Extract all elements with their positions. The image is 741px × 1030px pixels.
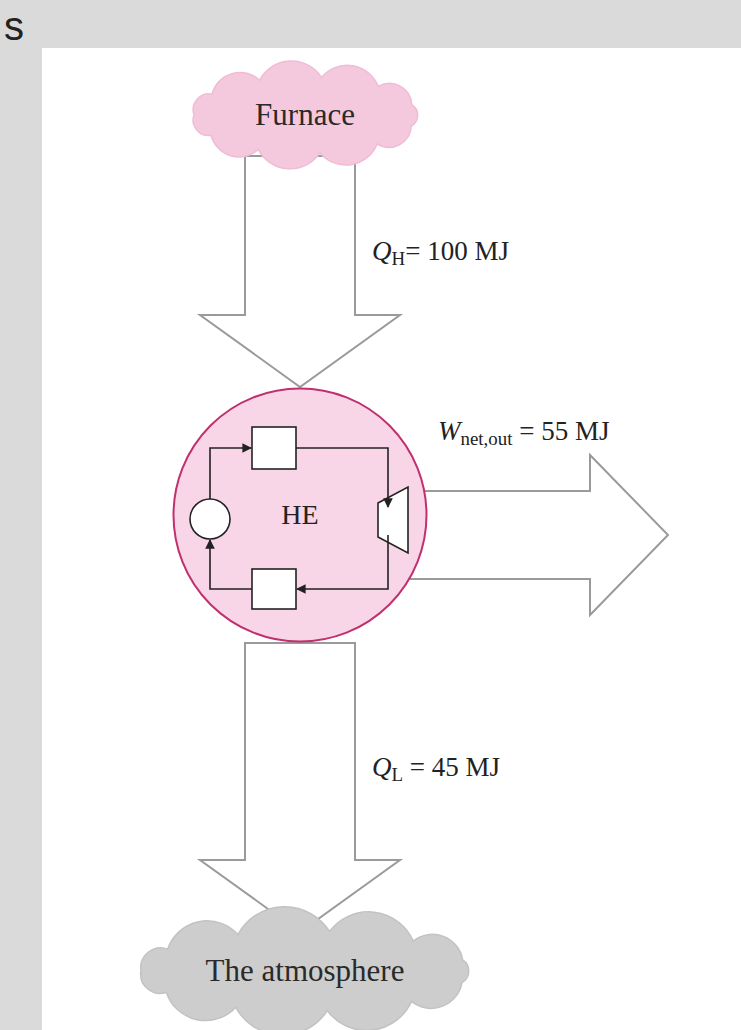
- turbine-symbol: [378, 487, 408, 553]
- engine-boundary: [174, 389, 427, 642]
- heat-amount-label: QL = 45 MJ: [372, 752, 500, 783]
- cycle-pipe: [296, 448, 388, 507]
- pump-symbol: [190, 499, 230, 539]
- cycle-pipe: [210, 540, 252, 589]
- node-label: The atmosphere: [206, 953, 405, 989]
- work-output-label: Wnet,out = 55 MJ: [438, 416, 609, 447]
- heat-source-cloud: Furnace: [185, 68, 425, 162]
- boiler-box: [252, 427, 296, 469]
- cut-heading-letter: s: [4, 4, 24, 49]
- cycle-pipe: [297, 535, 388, 589]
- heat-amount-label: QH= 100 MJ: [372, 236, 509, 267]
- cloud-shape: [193, 61, 418, 169]
- node-label: HE: [281, 499, 318, 531]
- heat-flow-arrow: [200, 156, 400, 387]
- cycle-schematic: [190, 427, 408, 609]
- heat-flow-arrow: [200, 643, 400, 932]
- cloud-shape: [141, 907, 469, 1030]
- condenser-box: [252, 569, 296, 609]
- heat-engine-circle: HE: [172, 387, 428, 643]
- cycle-pipe: [210, 448, 251, 499]
- node-label: Furnace: [255, 97, 355, 133]
- heat-sink-cloud: The atmosphere: [132, 922, 478, 1020]
- work-output-arrow: [410, 455, 668, 615]
